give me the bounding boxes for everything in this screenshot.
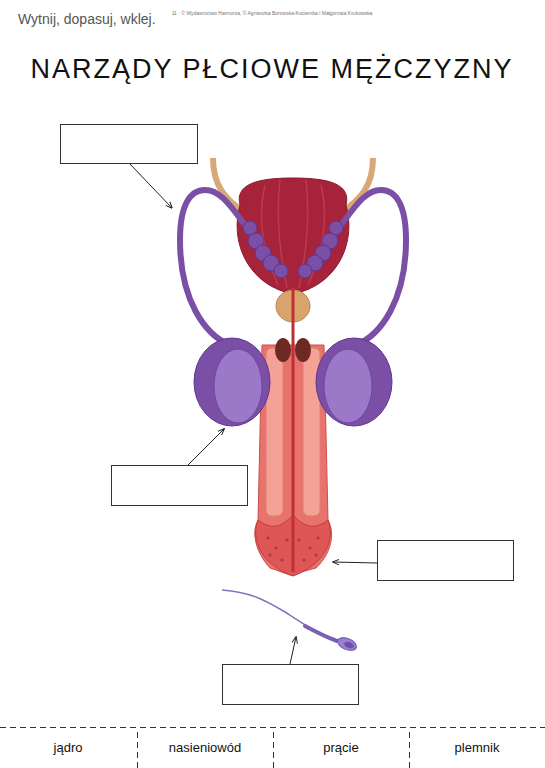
- penis: [308, 546, 311, 549]
- bulbourethral-gland: [275, 338, 311, 362]
- urethra: [292, 288, 295, 572]
- bladder: [237, 178, 349, 292]
- bulbourethral-gland: [275, 338, 291, 362]
- bladder: [237, 178, 349, 292]
- sperm-cell: [222, 590, 358, 653]
- answer-box: [61, 125, 514, 705]
- answer-box: [378, 541, 514, 581]
- seminal-vesicle: [274, 264, 288, 278]
- cut-line: [137, 732, 138, 768]
- penis: [268, 553, 271, 556]
- cut-line: [409, 732, 410, 768]
- answer-box: [112, 466, 248, 506]
- sperm-cell: [305, 626, 337, 641]
- cutout-word: nasieniowód: [169, 740, 241, 755]
- urethra: [293, 288, 294, 572]
- copyright-note: 11 · © Wydawnictwo Harmonia, © Agnieszka…: [172, 10, 373, 16]
- vas-deferens: [180, 190, 285, 345]
- sperm-cell: [343, 640, 355, 649]
- seminal-vesicle: [298, 264, 312, 278]
- testis: [194, 338, 392, 426]
- leader-arrow: [290, 637, 296, 664]
- leader-arrow: [130, 164, 172, 208]
- cut-line: [0, 728, 545, 768]
- cutout-word: plemnik: [455, 740, 500, 755]
- answer-box: [61, 125, 198, 164]
- penis: [280, 558, 283, 561]
- answer-box: [223, 665, 359, 705]
- leader-arrow: [333, 562, 377, 563]
- seminal-vesicle: [243, 221, 343, 278]
- leader-arrow: [130, 164, 377, 664]
- sperm-cell: [336, 635, 359, 653]
- leader-arrow: [188, 429, 224, 465]
- bulbourethral-gland: [295, 338, 311, 362]
- testis: [316, 338, 392, 426]
- penis: [297, 538, 300, 541]
- testis: [214, 349, 262, 423]
- testis: [324, 349, 372, 423]
- penis: [302, 558, 305, 561]
- testis: [194, 338, 270, 426]
- page-title: NARZĄDY PŁCIOWE MĘŻCZYZNY: [30, 54, 513, 85]
- vas-deferens: [301, 190, 406, 345]
- penis: [274, 546, 277, 549]
- cut-line: [0, 727, 545, 728]
- sperm-cell: [222, 590, 336, 640]
- cutout-word: jądro: [54, 740, 83, 755]
- instruction: Wytnij, dopasuj, wklej.: [18, 11, 156, 27]
- cut-line: [273, 732, 274, 768]
- penis: [266, 536, 269, 539]
- penis: [316, 536, 319, 539]
- penis: [285, 538, 288, 541]
- penis: [314, 553, 317, 556]
- cutout-word: prącie: [323, 740, 358, 755]
